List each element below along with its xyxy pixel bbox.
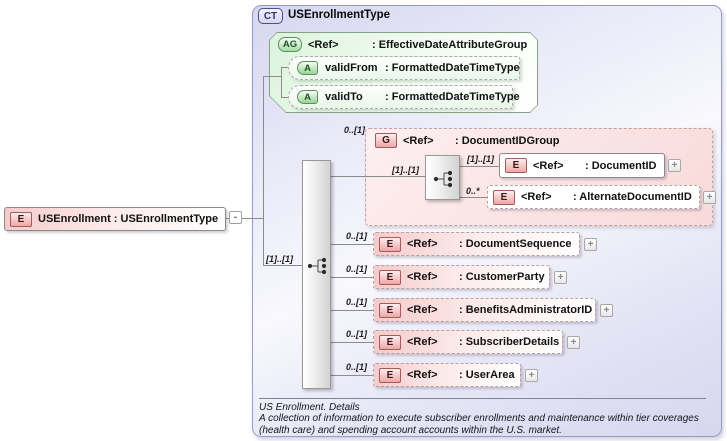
connector-line	[331, 244, 373, 245]
element-alternatedocumentid[interactable]: E <Ref> : AlternateDocumentID	[487, 185, 700, 209]
sequence-indicator-main[interactable]	[302, 160, 331, 389]
element-badge: E	[379, 269, 401, 285]
attribute-badge: A	[297, 61, 318, 75]
cardinality-label: 0..[1]	[344, 125, 366, 135]
connector-line	[460, 197, 487, 198]
element-badge: E	[379, 236, 401, 252]
element-name: : DocumentID	[585, 159, 657, 172]
expand-button[interactable]: +	[668, 159, 681, 172]
expand-button[interactable]: +	[584, 238, 597, 251]
cardinality-label: 0..[1]	[346, 362, 368, 372]
attribute-group-ref: <Ref>	[308, 38, 339, 51]
element-customerparty[interactable]: E <Ref> : CustomerParty	[373, 265, 550, 289]
cardinality-label: 0..[1]	[346, 264, 368, 274]
cardinality-label: [1]..[1]	[392, 165, 419, 175]
group-name: : DocumentIDGroup	[455, 134, 560, 147]
element-ref: <Ref>	[407, 369, 438, 381]
element-documentid[interactable]: E <Ref> : DocumentID	[499, 153, 665, 178]
element-documentsequence[interactable]: E <Ref> : DocumentSequence	[373, 232, 580, 256]
element-badge: E	[493, 189, 515, 205]
connector-line	[331, 277, 373, 278]
collapse-button[interactable]: -	[229, 211, 242, 224]
cardinality-label: 0..*	[466, 186, 480, 196]
element-ref: <Ref>	[533, 159, 564, 172]
cardinality-label: [1]..[1]	[467, 154, 494, 164]
annotation-title: US Enrollment. Details	[259, 402, 360, 413]
group-badge: G	[375, 133, 397, 148]
element-ref: <Ref>	[407, 271, 438, 283]
element-badge: E	[505, 158, 527, 173]
connector-line	[226, 218, 229, 219]
connector-line	[242, 218, 263, 219]
expand-button[interactable]: +	[554, 271, 567, 284]
element-name: : UserArea	[459, 369, 515, 381]
attribute-name: validFrom	[325, 62, 378, 74]
element-benefitsadministratorid[interactable]: E <Ref> : BenefitsAdministratorID	[373, 298, 596, 322]
cardinality-label: 0..[1]	[346, 329, 368, 339]
element-ref: <Ref>	[521, 191, 552, 203]
root-element-usenrollment[interactable]: E USEnrollment : USEnrollmentType	[4, 207, 226, 231]
element-badge: E	[379, 334, 401, 350]
expand-button[interactable]: +	[567, 336, 580, 349]
attribute-type: : FormattedDateTimeType	[385, 91, 520, 103]
element-name: : BenefitsAdministratorID	[459, 304, 593, 316]
expand-button[interactable]: +	[703, 191, 716, 204]
connector-line	[263, 265, 302, 266]
cardinality-label: [1]..[1]	[266, 254, 293, 264]
connector-line	[331, 342, 373, 343]
attribute-group-header: AG <Ref> : EffectiveDateAttributeGroup	[278, 37, 527, 52]
connector-line	[263, 76, 281, 77]
root-element-label: USEnrollment : USEnrollmentType	[38, 213, 219, 225]
attribute-group-name: : EffectiveDateAttributeGroup	[372, 38, 528, 51]
element-ref: <Ref>	[407, 336, 438, 348]
element-name: : SubscriberDetails	[459, 336, 560, 348]
connector-line	[281, 67, 282, 98]
attribute-validfrom[interactable]: A validFrom : FormattedDateTimeType	[288, 56, 520, 80]
cardinality-label: 0..[1]	[346, 231, 368, 241]
element-badge: E	[379, 302, 401, 318]
complex-type-badge: CT	[258, 8, 283, 24]
element-ref: <Ref>	[407, 238, 438, 250]
element-ref: <Ref>	[407, 304, 438, 316]
group-ref: <Ref>	[403, 134, 434, 147]
element-userarea[interactable]: E <Ref> : UserArea	[373, 363, 521, 387]
connector-line	[331, 375, 373, 376]
connector-line	[281, 67, 288, 68]
element-name: : CustomerParty	[459, 271, 545, 283]
element-name: : DocumentSequence	[459, 238, 572, 250]
attribute-type: : FormattedDateTimeType	[385, 62, 520, 74]
group-header: G <Ref> : DocumentIDGroup	[375, 133, 560, 148]
cardinality-label: 0..[1]	[346, 297, 368, 307]
element-subscriberdetails[interactable]: E <Ref> : SubscriberDetails	[373, 330, 563, 354]
attribute-validto[interactable]: A validTo : FormattedDateTimeType	[288, 85, 520, 109]
attribute-group-badge: AG	[278, 37, 302, 52]
element-badge: E	[379, 367, 401, 383]
annotation-divider	[259, 398, 706, 399]
sequence-icon	[307, 257, 327, 275]
annotation-description: A collection of information to execute s…	[259, 413, 699, 436]
sequence-icon	[433, 170, 453, 188]
element-badge: E	[10, 211, 32, 227]
connector-line	[263, 76, 264, 266]
expand-button[interactable]: +	[525, 369, 538, 382]
sequence-indicator-group[interactable]	[425, 155, 460, 200]
complex-type-title: USEnrollmentType	[288, 9, 391, 21]
connector-line	[331, 310, 373, 311]
connector-line	[281, 97, 288, 98]
connector-line	[460, 166, 499, 167]
connector-line	[331, 176, 425, 177]
element-name: : AlternateDocumentID	[573, 191, 692, 203]
attribute-badge: A	[297, 90, 318, 104]
attribute-name: validTo	[325, 91, 363, 103]
expand-button[interactable]: +	[600, 304, 613, 317]
